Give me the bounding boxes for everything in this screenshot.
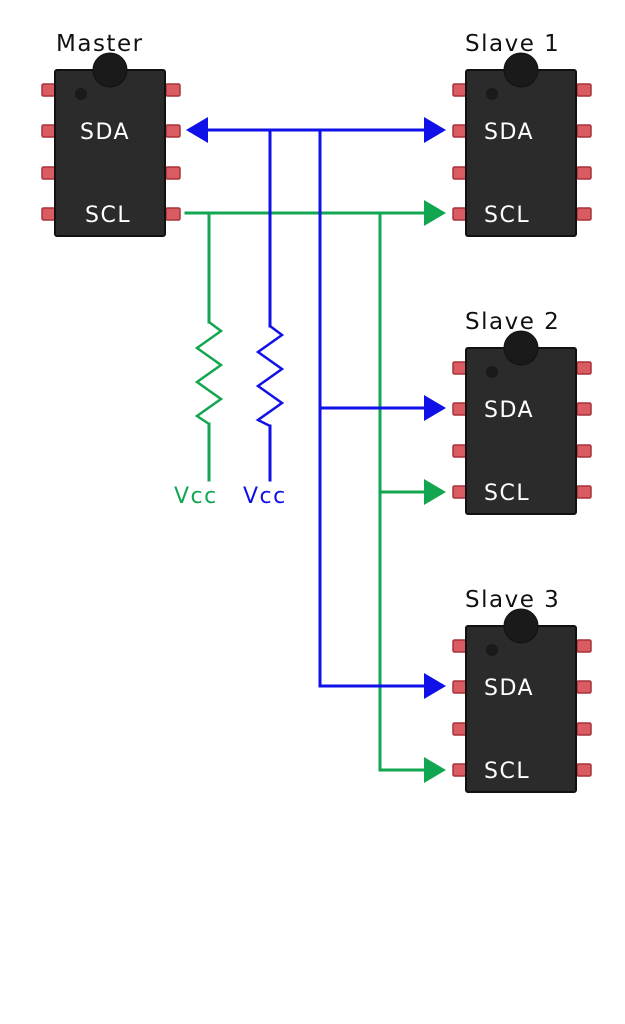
slave-2-chip-pin-right-2 (576, 402, 592, 416)
master-chip-pin-right-4 (165, 207, 181, 221)
scl-arrow-to-slave-3 (424, 757, 446, 783)
sda-arrow-to-slave-3 (424, 673, 446, 699)
slave-1-chip-pin-left-3 (452, 166, 468, 180)
slave-3-sda-label: SDA (484, 676, 534, 701)
slave-1-chip-pin-left-4 (452, 207, 468, 221)
master-chip-pin-right-2 (165, 124, 181, 138)
master-chip-pin-left-3 (41, 166, 57, 180)
sda-bus (203, 128, 432, 688)
master-chip-pin-left-2 (41, 124, 57, 138)
slave-2-chip-pin-left-4 (452, 485, 468, 499)
master-chip-pin1-dot (75, 88, 87, 100)
sda-pullup-resistor (255, 325, 285, 428)
scl-vcc-label: Vcc (174, 484, 218, 509)
slave-1-chip-pin-left-2 (452, 124, 468, 138)
master-chip: SDA SCL (41, 52, 181, 237)
master-chip-pin-left-4 (41, 207, 57, 221)
slave-3-chip-pin-left-2 (452, 680, 468, 694)
slave-2-chip: SDA SCL (452, 330, 592, 515)
slave-3-chip-pin-right-2 (576, 680, 592, 694)
slave-2-sda-label: SDA (484, 398, 534, 423)
slave-2-chip-pin-right-1 (576, 361, 592, 375)
slave-2-title: Slave 2 (465, 309, 560, 335)
slave-3-chip: SDA SCL (452, 608, 592, 793)
sda-vcc-label: Vcc (243, 484, 287, 509)
slave-1-sda-label: SDA (484, 120, 534, 145)
slave-1-chip-pin-right-4 (576, 207, 592, 221)
slave-2-chip-pin-left-2 (452, 402, 468, 416)
slave-3-chip-pin-left-4 (452, 763, 468, 777)
slave-1-chip-pin-right-2 (576, 124, 592, 138)
slave-3-chip-pin-left-3 (452, 722, 468, 736)
slave-2-chip-pin-left-1 (452, 361, 468, 375)
slave-1-chip-pin-right-1 (576, 83, 592, 97)
slave-2-chip-pin-left-3 (452, 444, 468, 458)
master-scl-label: SCL (85, 203, 131, 228)
scl-arrow-to-slave-2 (424, 479, 446, 505)
scl-arrow-to-slave-1 (424, 200, 446, 226)
slave-1-chip-pin-left-1 (452, 83, 468, 97)
slave-1-chip-pin1-dot (486, 88, 498, 100)
sda-arrow-to-slave-2 (424, 395, 446, 421)
slave-2-chip-pin-right-4 (576, 485, 592, 499)
slave-2-chip-notch (503, 330, 539, 366)
slave-2-chip-pin1-dot (486, 366, 498, 378)
scl-bus (184, 211, 432, 772)
slave-1-chip: SDA SCL (452, 52, 592, 237)
slave-3-scl-label: SCL (484, 759, 530, 784)
slave-3-chip-pin-left-1 (452, 639, 468, 653)
slave-1-chip-notch (503, 52, 539, 88)
slave-3-chip-pin1-dot (486, 644, 498, 656)
slave-3-chip-pins (452, 639, 592, 777)
arrowheads (186, 117, 446, 783)
sda-arrow-to-slave-1 (424, 117, 446, 143)
slave-1-chip-pins (452, 83, 592, 221)
slave-3-title: Slave 3 (465, 587, 560, 613)
slave-1-scl-label: SCL (484, 203, 530, 228)
master-sda-label: SDA (80, 120, 130, 145)
master-chip-pin-right-1 (165, 83, 181, 97)
scl-pullup-resistor (194, 321, 224, 426)
slave-2-scl-label: SCL (484, 481, 530, 506)
sda-arrow-to-master (186, 117, 208, 143)
slave-3-chip-notch (503, 608, 539, 644)
master-chip-pin-right-3 (165, 166, 181, 180)
slave-1-title: Slave 1 (465, 31, 560, 57)
slave-2-chip-pin-right-3 (576, 444, 592, 458)
master-chip-notch (92, 52, 128, 88)
slave-3-chip-pin-right-1 (576, 639, 592, 653)
slave-3-chip-pin-right-3 (576, 722, 592, 736)
slave-3-chip-pin-right-4 (576, 763, 592, 777)
master-title: Master (56, 31, 144, 57)
master-chip-pin-left-1 (41, 83, 57, 97)
slave-1-chip-pin-right-3 (576, 166, 592, 180)
